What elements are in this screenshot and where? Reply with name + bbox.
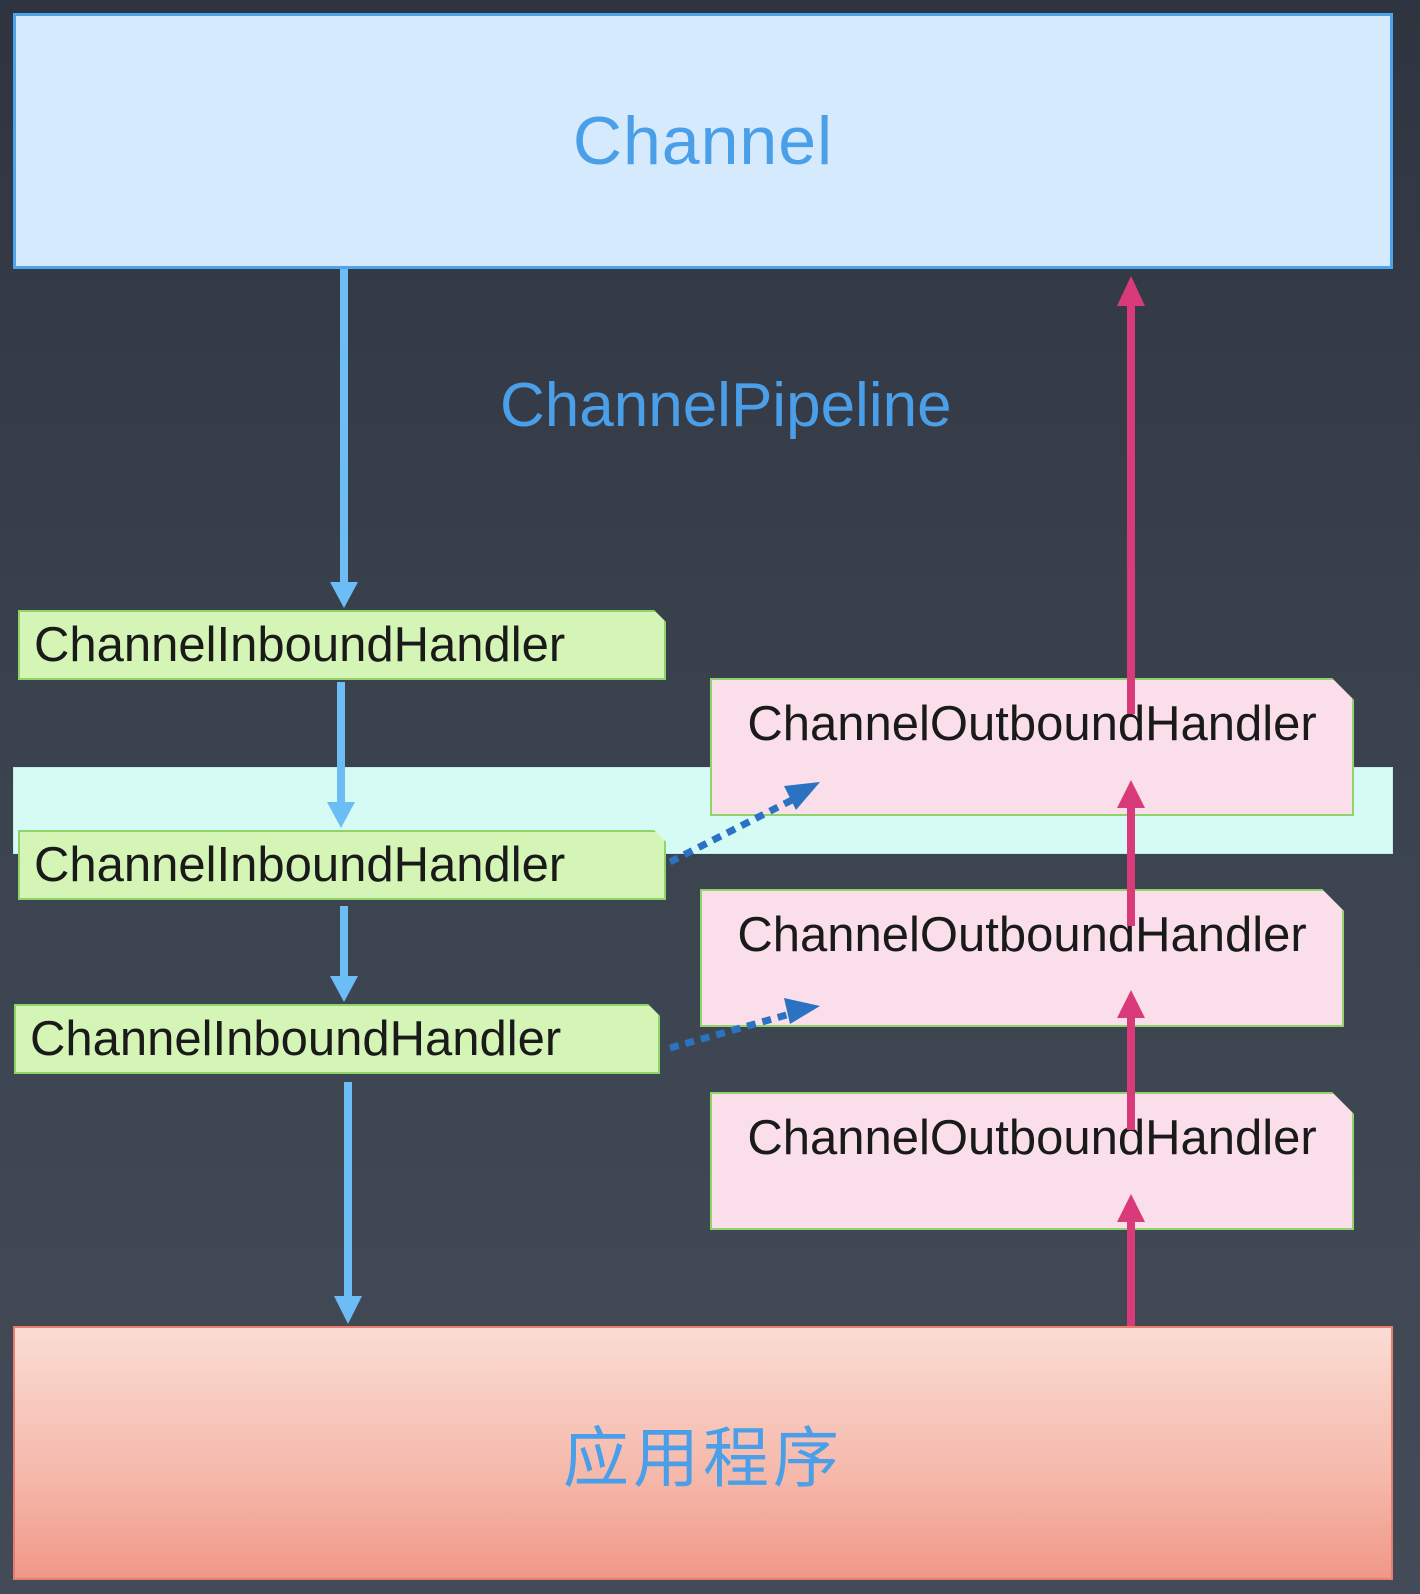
outbound-arrow-handler1-to-channel: [1117, 276, 1145, 714]
inbound-handler-label: ChannelInboundHandler: [30, 1012, 562, 1066]
channel-label: Channel: [572, 103, 834, 179]
inbound-handler-2: ChannelInboundHandler: [18, 830, 666, 900]
outbound-handler-label: ChannelOutboundHandler: [747, 1111, 1317, 1165]
outbound-handler-1: ChannelOutboundHandler: [710, 678, 1354, 816]
inbound-handler-1: ChannelInboundHandler: [18, 610, 666, 680]
outbound-handler-label: ChannelOutboundHandler: [747, 697, 1317, 751]
outbound-handler-label: ChannelOutboundHandler: [737, 908, 1307, 962]
inbound-handler-label: ChannelInboundHandler: [34, 618, 566, 672]
pipeline-label: ChannelPipeline: [500, 371, 952, 440]
inbound-arrow-handler2-to-handler3: [330, 906, 358, 1002]
application-box: 应用程序: [13, 1326, 1393, 1580]
outbound-handler-3: ChannelOutboundHandler: [710, 1092, 1354, 1230]
outbound-handler-2: ChannelOutboundHandler: [700, 889, 1344, 1027]
inbound-arrow-channel-to-handler1: [330, 269, 358, 608]
channel-box: Channel: [13, 13, 1393, 269]
inbound-arrow-handler3-to-app: [334, 1082, 362, 1324]
inbound-handler-label: ChannelInboundHandler: [34, 838, 566, 892]
inbound-handler-3: ChannelInboundHandler: [14, 1004, 660, 1074]
application-label: 应用程序: [563, 1421, 843, 1495]
